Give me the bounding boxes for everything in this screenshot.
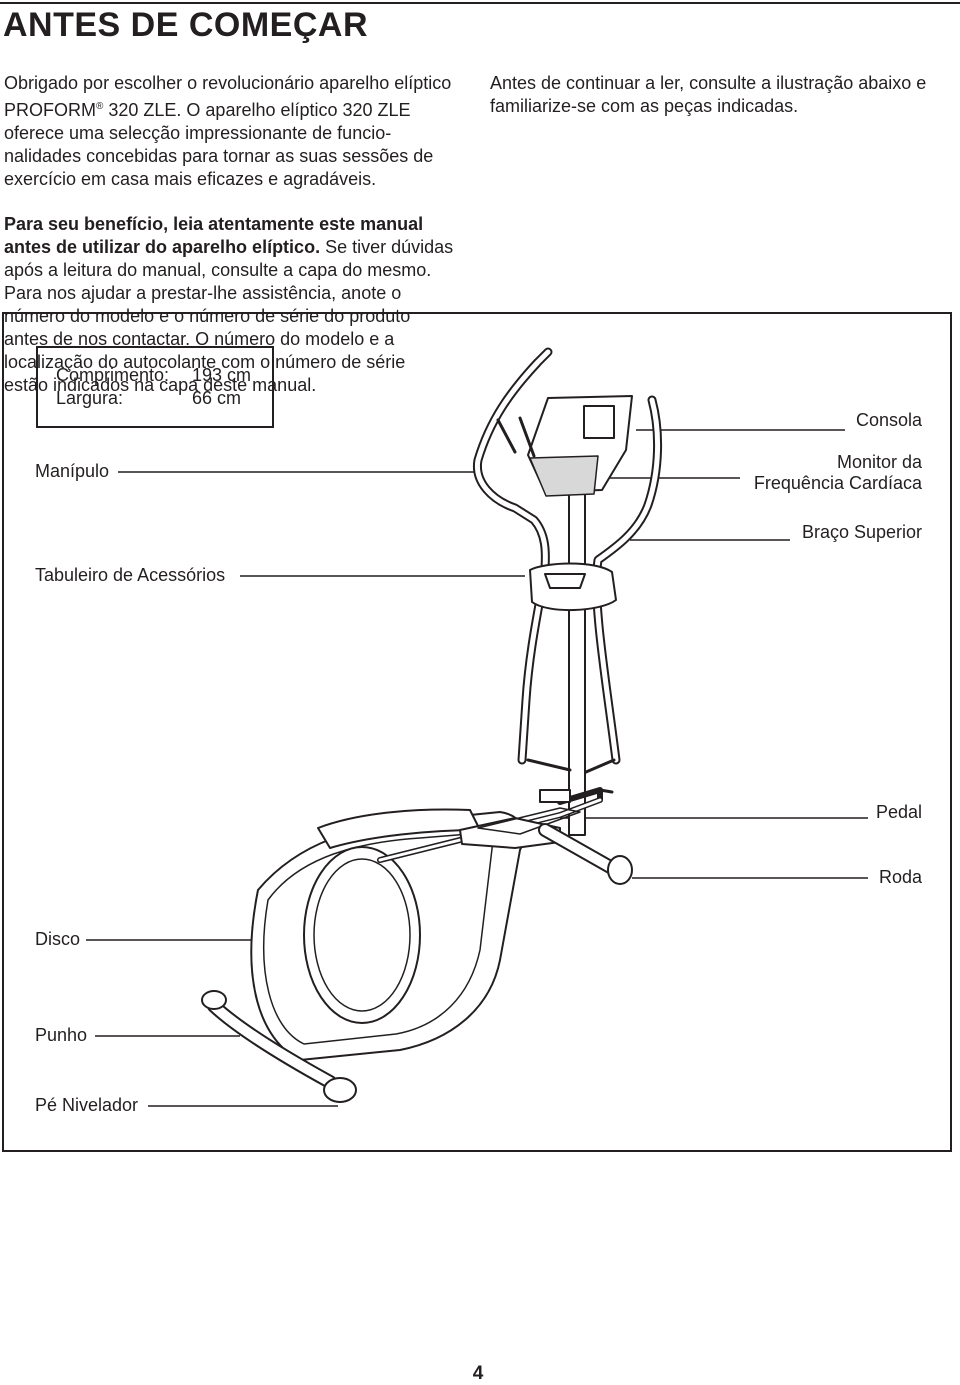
bold-warning: Para seu benefício, leia atentamente est…: [4, 214, 424, 257]
intro-left-column: Obrigado por escolher o revolucionário a…: [4, 72, 454, 419]
intro-paragraph-1: Obrigado por escolher o revolucionário a…: [4, 73, 452, 189]
length-row: Comprimento: 193 cm: [56, 364, 251, 386]
dimensions-box: Comprimento: 193 cm Largura: 66 cm: [36, 346, 274, 428]
intro-right-column: Antes de continuar a ler, consulte a ilu…: [490, 72, 952, 140]
width-label: Largura:: [56, 388, 124, 408]
width-row: Largura: 66 cm: [56, 387, 241, 409]
label-accessory-tray: Tabuleiro de Acessórios: [35, 565, 226, 585]
label-wheel: Roda: [878, 867, 922, 887]
machine-drawing: [201, 347, 663, 1103]
intro-paragraph-3: Antes de continuar a ler, consulte a ilu…: [490, 73, 927, 116]
label-handle: Punho: [35, 1025, 88, 1045]
length-label: Comprimento:: [56, 365, 170, 385]
illustration-frame: [2, 312, 952, 1152]
section-title: ANTES DE COMEÇAR: [3, 6, 369, 44]
registered-mark: ®: [96, 101, 104, 112]
top-rule: [0, 2, 960, 4]
label-console: Consola: [855, 410, 922, 430]
label-heart-rate-monitor-line2: Frequência Cardíaca: [753, 473, 922, 493]
page-number: 4: [472, 1363, 484, 1384]
label-heart-rate-monitor-line1: Monitor da: [836, 452, 922, 472]
label-upper-arm: Braço Superior: [801, 522, 922, 542]
width-value: 66 cm: [192, 388, 242, 408]
label-leveling-foot: Pé Nivelador: [35, 1095, 139, 1115]
label-disc: Disco: [35, 929, 81, 949]
label-pedal: Pedal: [875, 802, 922, 822]
leader-lines: [86, 429, 868, 1107]
label-handlebar: Manípulo: [35, 461, 110, 481]
intro-paragraph-2: Para seu benefício, leia atentamente est…: [4, 214, 454, 395]
length-value: 193 cm: [192, 365, 252, 385]
